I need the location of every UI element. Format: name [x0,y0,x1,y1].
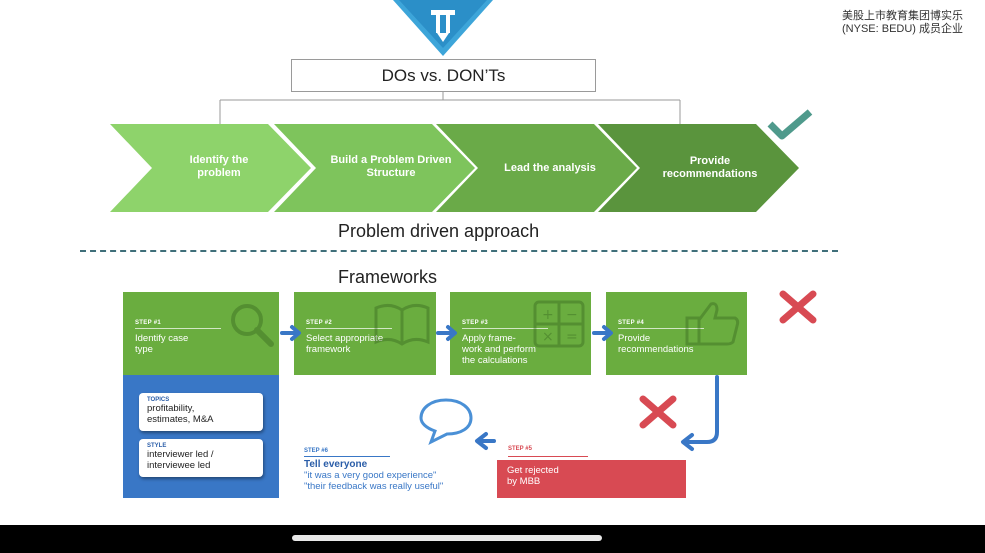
brand-line-2: (NYSE: BEDU) 成员企业 [842,23,964,35]
calculator-icon: + − × = [533,300,585,348]
arrow-icon [602,325,613,341]
step-number: STEP #2 [306,320,333,326]
step-text-line: Apply frame- [462,333,516,344]
brand-line-1: 美股上市教育集团博实乐 [842,10,963,22]
chevron-step-4 [598,124,799,212]
topics-card: TOPICS profitability, estimates, M&A [139,393,263,431]
step-6-number: STEP #6 [304,448,328,454]
arrow-icon [475,432,488,450]
framework-step-5: Get rejected by MBB [497,460,686,498]
style-heading: STYLE [147,443,167,449]
framework-step-3: + − × = STEP #3 Apply frame- work and pe… [450,292,591,375]
step-text-line: Select appropriate [306,333,384,344]
section-divider [80,250,838,252]
step-5-rule [508,456,588,457]
svg-text:×: × [542,329,554,345]
case-type-panel: TOPICS profitability, estimates, M&A STY… [123,375,279,498]
home-indicator[interactable] [292,535,602,541]
thumbs-up-icon [685,302,740,346]
title-connectors [219,92,681,124]
step-6-rule [304,456,390,457]
step-5-line: Get rejected [507,465,559,476]
checkmark-icon [767,109,813,140]
chevron-step-2 [274,124,475,212]
arrow-icon [446,325,457,341]
cross-icon [639,395,677,429]
cross-icon [779,290,817,324]
style-line: interviewer led / [147,449,214,460]
step-text-line: Provide [618,333,651,344]
step-text-line: recommendations [618,344,694,355]
framework-step-2: STEP #2 Select appropriate framework [294,292,436,375]
frameworks-title: Frameworks [338,267,438,287]
step-text-line: type [135,344,153,355]
chevron-step-3 [436,124,637,212]
arrow-icon [681,433,694,451]
topics-line: profitability, [147,403,195,414]
step-text-line: work and perform [462,344,536,355]
step-text-line: the calculations [462,355,528,366]
step-number: STEP #4 [618,320,645,326]
step-5-number: STEP #5 [508,446,532,452]
step-text-line: Identify case [135,333,189,344]
svg-text:+: + [542,307,554,323]
arrow-icon [290,325,301,341]
magnifier-icon [231,304,274,347]
step-text-line: framework [306,344,351,355]
book-icon [374,303,430,346]
step-number: STEP #3 [462,320,489,326]
step-6-quote-1: "it was a very good experience" [304,470,437,481]
flow-arrows [280,325,719,451]
step-number: STEP #1 [135,320,162,326]
arrow-icon [684,375,719,444]
svg-text:−: − [566,307,578,323]
approach-chevrons [110,124,799,212]
svg-text:=: = [566,329,578,345]
page-title: DOs vs. DON’Ts [291,59,596,92]
step-5-line: by MBB [507,476,541,487]
logo-icon [393,0,493,56]
chevron-label-3: Lead the analysis [504,162,596,174]
framework-step-1: STEP #1 Identify case type [123,292,279,375]
topics-line: estimates, M&A [147,414,214,425]
framework-step-4: STEP #4 Provide recommendations [606,292,747,375]
approach-title: Problem driven approach [338,221,540,241]
chevron-step-1 [110,124,311,212]
brand-text: 美股上市教育集团博实乐 (NYSE: BEDU) 成员企业 [842,10,977,36]
style-card: STYLE interviewer led / interviewee led [139,439,263,477]
step-6-title: Tell everyone [304,459,368,470]
step-6-quote-2: "their feedback was really useful" [304,481,444,492]
speech-bubble-icon [419,398,473,446]
style-line: interviewee led [147,460,211,471]
topics-heading: TOPICS [147,397,170,403]
